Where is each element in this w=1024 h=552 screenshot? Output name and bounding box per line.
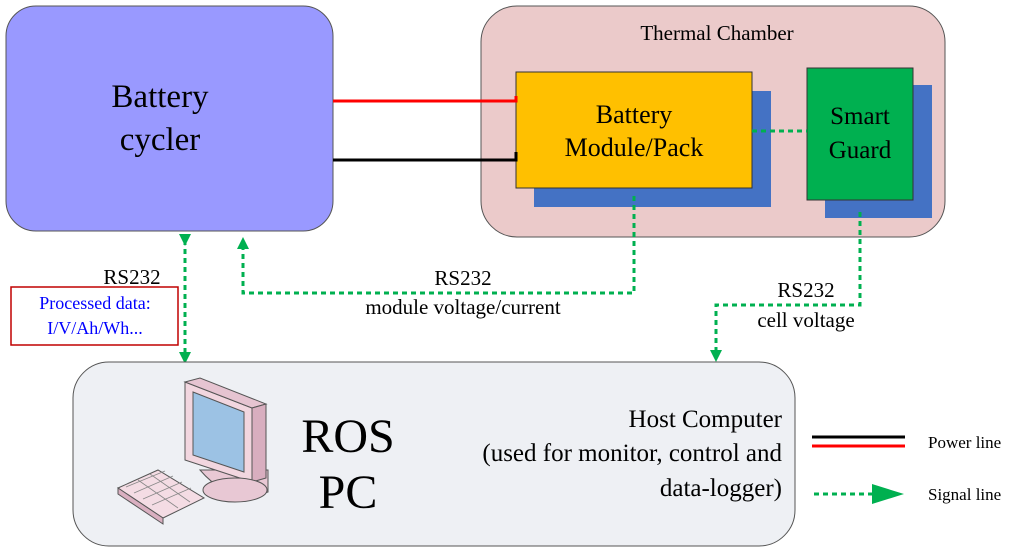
- thermal-chamber-title: Thermal Chamber: [640, 21, 793, 45]
- rs232-middle-label: RS232: [434, 266, 491, 290]
- battery-cycler-label-2: cycler: [120, 122, 201, 158]
- legend: Power line Signal line: [812, 433, 1001, 504]
- battery-cycler-box: [5, 5, 334, 232]
- power-line-negative: [333, 152, 518, 162]
- host-desc-line-2: (used for monitor, control and: [482, 440, 782, 467]
- host-desc-line-1: Host Computer: [629, 406, 783, 433]
- computer-icon: [116, 377, 269, 525]
- rs232-right-label: RS232: [777, 278, 834, 302]
- ros-label-1: ROS: [301, 410, 394, 463]
- ros-label-2: PC: [319, 466, 378, 519]
- processed-data-label-2: I/V/Ah/Wh...: [47, 318, 142, 338]
- module-voltage-label: module voltage/current: [365, 295, 561, 319]
- smart-guard-box: [806, 67, 914, 201]
- host-desc-line-3: data-logger): [660, 475, 782, 502]
- battery-cycler-label-1: Battery: [111, 79, 209, 115]
- processed-data-box: [10, 286, 179, 346]
- cell-voltage-label: cell voltage: [757, 308, 854, 332]
- rs232-left-label: RS232: [103, 265, 160, 289]
- battery-module-label-2: Module/Pack: [565, 133, 704, 162]
- smart-guard-label-2: Guard: [829, 137, 892, 164]
- battery-module-box: [515, 71, 753, 189]
- processed-data-label-1: Processed data:: [39, 293, 150, 313]
- power-line-positive: [333, 96, 518, 103]
- signal-module-cycler: [237, 196, 636, 295]
- signal-guard-pc: [710, 212, 862, 362]
- legend-power-label: Power line: [928, 433, 1001, 452]
- legend-signal-label: Signal line: [928, 485, 1001, 504]
- legend-signal-arrow: [872, 484, 904, 504]
- smart-guard-label-1: Smart: [830, 103, 890, 130]
- battery-module-label-1: Battery: [596, 100, 673, 129]
